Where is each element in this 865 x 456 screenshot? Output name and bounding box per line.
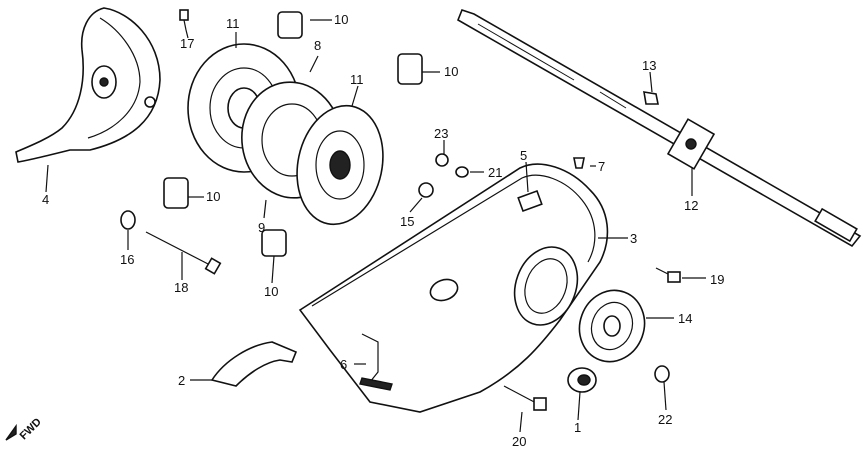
callout-5: 5 — [520, 148, 527, 163]
callout-2: 2 — [178, 373, 185, 388]
callout-10-a: 10 — [334, 12, 348, 27]
callout-9: 9 — [258, 220, 265, 235]
fwd-label: FWD — [18, 416, 44, 442]
callout-11-b: 11 — [350, 72, 364, 87]
chain-guard-upper — [15, 7, 161, 163]
callout-6-a: 6 — [340, 357, 347, 372]
callout-8: 8 — [314, 38, 321, 53]
axle-shaft — [456, 9, 862, 248]
callout-20: 20 — [512, 434, 526, 449]
callout-21: 21 — [488, 165, 502, 180]
cover-disc — [578, 289, 646, 363]
callout-18: 18 — [174, 280, 188, 295]
callout-10-c: 10 — [206, 189, 220, 204]
sprocket-assembly — [187, 43, 384, 226]
callout-14: 14 — [678, 311, 692, 326]
callout-12: 12 — [684, 198, 698, 213]
plug-1 — [567, 367, 597, 393]
collar-parts — [163, 11, 423, 257]
chain-case — [298, 163, 609, 413]
callout-3: 3 — [630, 231, 637, 246]
callout-15: 15 — [400, 214, 414, 229]
fasteners — [120, 153, 681, 411]
callout-7: 7 — [598, 159, 605, 174]
bolt-17 — [179, 9, 189, 31]
callout-16: 16 — [120, 252, 134, 267]
fwd-arrow-icon — [5, 423, 17, 441]
callout-22: 22 — [658, 412, 672, 427]
leader-lines — [45, 19, 706, 433]
callout-1: 1 — [574, 420, 581, 435]
callout-10-d: 10 — [264, 284, 278, 299]
callout-19: 19 — [710, 272, 724, 287]
callout-11-a: 11 — [226, 16, 240, 31]
callout-17: 17 — [180, 36, 194, 51]
callout-23: 23 — [434, 126, 448, 141]
callout-labels: 10 17 11 8 10 11 4 10 9 16 18 10 2 6 23 … — [42, 12, 724, 449]
callout-13: 13 — [642, 58, 656, 73]
callout-10-b: 10 — [444, 64, 458, 79]
fwd-indicator: FWD — [5, 416, 44, 442]
bracket-6 — [359, 333, 393, 391]
bracket-2 — [210, 341, 298, 387]
callout-4: 4 — [42, 192, 49, 207]
